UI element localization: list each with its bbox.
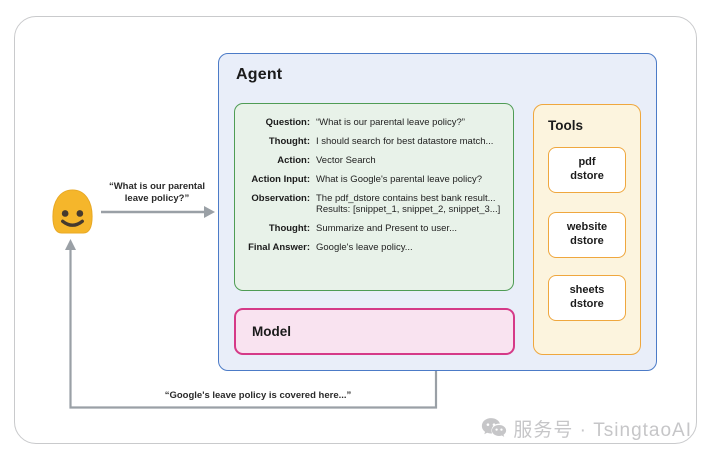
trace-row: Thought: I should search for best datast…: [237, 136, 505, 147]
trace-row-value: I should search for best datastore match…: [316, 136, 494, 147]
agent-box: Agent Question: “What is our parental le…: [218, 53, 657, 371]
wechat-icon: [482, 418, 507, 437]
trace-row: Final Answer: Google's leave policy...: [237, 242, 505, 253]
tools-title: Tools: [548, 118, 583, 133]
trace-row-value: The pdf_dstore contains best bank result…: [316, 193, 501, 215]
tool-card-sheets-dstore: sheets dstore: [548, 275, 626, 321]
trace-row: Observation: The pdf_dstore contains bes…: [237, 193, 505, 215]
tool-card-pdf-dstore: pdf dstore: [548, 147, 626, 193]
trace-row-label: Thought:: [268, 136, 310, 147]
model-title: Model: [252, 324, 291, 339]
user-smiley-emoji-icon: [52, 189, 93, 234]
trace-row-label: Observation:: [251, 193, 310, 204]
user-query-label: “What is our parental leave policy?”: [108, 181, 206, 204]
trace-row-value: “What is our parental leave policy?”: [316, 117, 465, 128]
trace-row: Question: “What is our parental leave po…: [237, 117, 505, 128]
trace-row: Thought: Summarize and Present to user..…: [237, 223, 505, 234]
watermark-text: 服务号 · TsingtaoAI: [513, 420, 692, 441]
trace-row-label: Question:: [265, 117, 310, 128]
trace-row: Action: Vector Search: [237, 155, 505, 166]
tool-card-label: website dstore: [566, 221, 608, 247]
agent-title: Agent: [236, 66, 283, 83]
tool-card-website-dstore: website dstore: [548, 212, 626, 258]
model-box: Model: [234, 308, 515, 355]
tools-box: Tools pdf dstore website dstore sheets d…: [533, 104, 641, 355]
trace-row-label: Thought:: [268, 223, 310, 234]
trace-row-label: Final Answer:: [248, 242, 310, 253]
trace-row-value: Google's leave policy...: [316, 242, 413, 253]
agent-response-label: “Google's leave policy is covered here..…: [164, 390, 352, 401]
trace-row-label: Action:: [277, 155, 310, 166]
agent-trace-box: Question: “What is our parental leave po…: [234, 103, 514, 291]
tool-card-label: sheets dstore: [569, 284, 605, 310]
trace-row: Action Input: What is Google's parental …: [237, 174, 505, 185]
trace-row-value: What is Google's parental leave policy?: [316, 174, 483, 185]
trace-row-value: Vector Search: [316, 155, 376, 166]
trace-row-value: Summarize and Present to user...: [316, 223, 457, 234]
tool-card-label: pdf dstore: [570, 156, 604, 182]
watermark: 服务号 · TsingtaoAI: [481, 415, 692, 442]
trace-row-label: Action Input:: [251, 174, 310, 185]
